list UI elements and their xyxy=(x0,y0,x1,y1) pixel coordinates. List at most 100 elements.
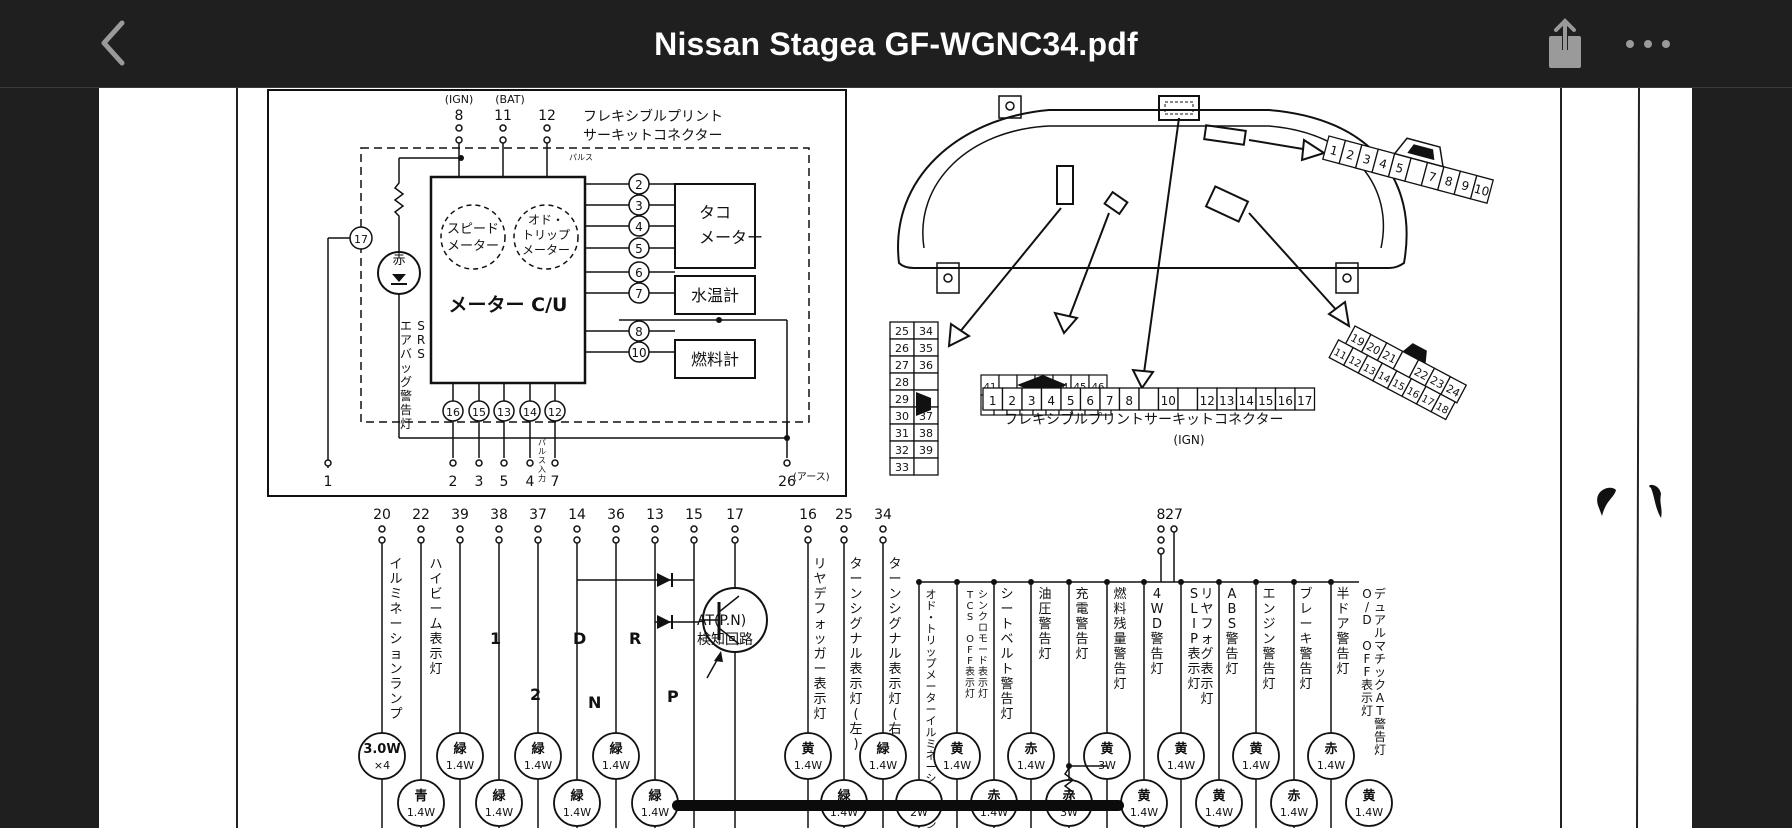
share-button[interactable] xyxy=(1538,18,1592,72)
terminal xyxy=(378,525,386,533)
lamp-bulb-watt: 1.4W xyxy=(602,759,630,772)
connector-cell-label: 28 xyxy=(895,376,909,389)
lamp-label-char: 表 xyxy=(429,632,442,647)
back-button[interactable] xyxy=(92,18,142,68)
lamp-label-char: 灯 xyxy=(1113,677,1126,692)
connector-cell-label: 36 xyxy=(919,359,933,372)
pulse-input-char: ル xyxy=(538,447,546,456)
lamp-label-char: ル xyxy=(389,572,402,587)
cu-pin-label: 7 xyxy=(635,287,643,301)
srs-lamp-color: 赤 xyxy=(392,253,405,268)
lamp-label-char: 告 xyxy=(1336,647,1349,662)
cu-pin-label: 6 xyxy=(635,266,643,280)
lamp-label-char: 充 xyxy=(1075,586,1088,602)
home-indicator[interactable] xyxy=(672,800,1124,811)
lamp-label-char: F xyxy=(967,645,973,656)
lamp-bulb-color: 赤 xyxy=(1024,741,1037,757)
connector-cell-label: 32 xyxy=(895,444,909,457)
lamp-label-char: T xyxy=(966,590,974,601)
lamp-label-char: エ xyxy=(1262,587,1275,602)
lamp-label-char: 示 xyxy=(429,647,442,662)
terminal xyxy=(449,459,457,467)
lamp-label-char: 灯 xyxy=(888,692,901,707)
connector-cell-label: 29 xyxy=(895,393,909,406)
lamp-label-char: 灯 xyxy=(1336,662,1349,677)
terminal xyxy=(495,536,503,544)
lamp-bulb xyxy=(1195,779,1243,827)
terminal xyxy=(651,536,659,544)
airbag-char: ッ xyxy=(400,361,412,375)
terminal xyxy=(534,536,542,544)
connector-cell-label: 12 xyxy=(1200,394,1215,408)
cu-pin-label: 8 xyxy=(635,325,643,339)
lamp-bulb-color: 黄 xyxy=(1362,788,1375,804)
lamp-label-char: オ xyxy=(926,588,937,601)
lamp-bulb-watt: 1.4W xyxy=(1130,806,1158,819)
lamp-label-char: 示 xyxy=(1361,691,1373,705)
terminal xyxy=(543,124,551,132)
connector-cell-label: 8 xyxy=(1443,174,1454,190)
lamp-label-char: ネ xyxy=(389,602,402,617)
connector-cell-label: 22 xyxy=(1412,365,1430,383)
connector-cell xyxy=(913,457,939,476)
lamp-label-char: 灯 xyxy=(849,692,862,707)
lamp-label-char: 表 xyxy=(1200,662,1213,677)
terminal xyxy=(1157,525,1165,533)
lamp-label-char: ッ xyxy=(813,632,826,647)
lamp-bulb-watt: 1.4W xyxy=(869,759,897,772)
ink-blot xyxy=(1597,487,1616,516)
lamp-label-char: 量 xyxy=(1113,632,1126,647)
lamp-label-char: ー xyxy=(888,572,901,587)
lamp-label-char: ッ xyxy=(1374,665,1386,679)
lamp-bulb-color: 緑 xyxy=(492,788,506,804)
lamp-label-char: シ xyxy=(926,772,937,785)
lamp-bulb xyxy=(1083,732,1131,780)
lamp-label-char: ラ xyxy=(389,677,402,692)
lamp-label-char: 料 xyxy=(1113,602,1126,617)
lamp-label-char: 左 xyxy=(849,722,862,737)
connector-cell-label: 16 xyxy=(1405,386,1421,402)
lamp-bulb-color: 黄 xyxy=(1100,741,1113,757)
lamp-pin-label: 25 xyxy=(835,507,853,523)
lamp-label-char: O xyxy=(966,634,974,645)
lamp-label-char: F xyxy=(1364,652,1371,666)
pointer-arrowhead xyxy=(714,651,723,662)
lamp-label-char: ベ xyxy=(1000,632,1013,647)
lamp-bulb xyxy=(933,732,981,780)
share-icon xyxy=(1549,18,1581,68)
lamp-label-char: 示 xyxy=(978,678,988,689)
lamp-label-char: 警 xyxy=(1299,646,1312,662)
odo-meter-label-1: オド・ xyxy=(528,213,564,227)
lamp-bulb xyxy=(1232,732,1280,780)
more-button[interactable] xyxy=(1620,24,1676,64)
lamp-label-char: 警 xyxy=(1262,646,1275,662)
lamp-bulb xyxy=(514,732,562,780)
gear-letter: 2 xyxy=(530,685,541,704)
lamp-label-char: ド xyxy=(978,656,988,667)
connector-cell-label: 10 xyxy=(1472,182,1490,199)
fuel-label: 燃料計 xyxy=(691,350,739,369)
lamp-label-char: フ xyxy=(813,602,826,617)
lamp-bulb-color: 緑 xyxy=(648,788,662,804)
connector-cell-label: 7 xyxy=(1427,169,1438,185)
lamp-pin-label: 20 xyxy=(373,507,391,523)
lamp-label-char: ヤ xyxy=(813,572,826,587)
lamp-label-char: 告 xyxy=(1374,730,1386,744)
lamp-label-char: L xyxy=(1190,602,1198,617)
lamp-label-char: 表 xyxy=(849,662,862,677)
lamp-label-char: 灯 xyxy=(1299,677,1312,692)
lamp-label-char: ネ xyxy=(926,749,937,762)
speed-meter-label-1: スピード xyxy=(447,222,499,237)
terminal xyxy=(475,459,483,467)
lamp-label-char: ン xyxy=(849,587,862,602)
terminal xyxy=(731,536,739,544)
connector-cell xyxy=(913,372,939,391)
cu-pin-label: 3 xyxy=(635,199,643,213)
srs-char: S xyxy=(417,319,425,333)
lamp-label-char: ー xyxy=(849,572,862,587)
lamp-bulb xyxy=(436,732,484,780)
lamp-label-char: 示 xyxy=(1200,677,1213,692)
lamp-label-char: ョ xyxy=(389,647,402,662)
